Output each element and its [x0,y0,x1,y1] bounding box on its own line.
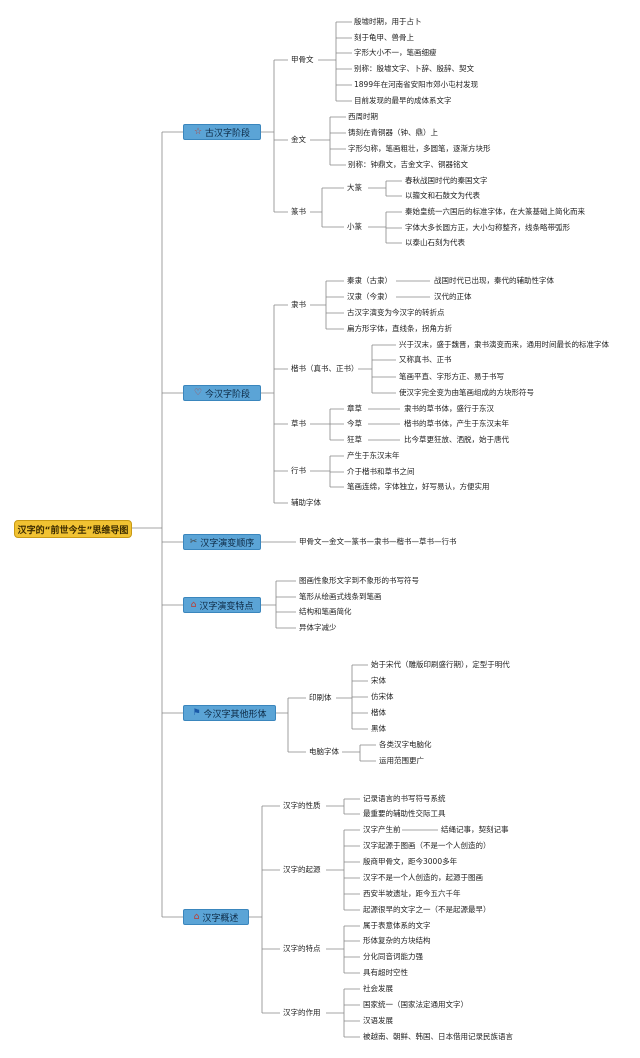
node-modern-stage[interactable]: ♡ 今汉字阶段 [183,385,261,401]
root-node[interactable]: 汉字的“前世今生”思维导图 [14,520,132,538]
label-functions: 汉字的作用 [283,1008,321,1017]
label-kuang-cao: 狂草 [347,435,362,444]
label-oracle-bone: 甲骨文 [291,55,314,64]
list-item: 起源很早的文字之一（不是起源最早） [363,905,491,914]
list-item: 以籀文和石鼓文为代表 [405,191,480,200]
list-item: 春秋战国时代的秦国文字 [405,176,488,185]
list-item: 西安半坡遗址，距今五六千年 [363,889,461,898]
label-print-fonts: 印刷体 [309,693,332,702]
list-item: 社会发展 [363,984,393,993]
node-label: 汉字概述 [202,913,239,924]
list-item: 具有超时空性 [363,968,408,977]
list-item: 秦始皇统一六国后的标准字体，在大篆基础上简化而来 [405,207,585,216]
node-evolution-features[interactable]: ⌂ 汉字演变特点 [183,597,261,613]
node-label: 汉字演变顺序 [200,538,255,549]
list-item: 记录语言的书写符号系统 [363,794,446,803]
list-item: 扁方形字体，直线条，拐角方折 [347,324,452,333]
list-item: 刻于龟甲、兽骨上 [354,33,414,42]
list-item: 铸刻在青铜器（钟、鼎）上 [348,128,438,137]
label-small-seal: 小篆 [347,222,362,231]
label-cursive-script: 草书 [291,419,306,428]
label-regular-script: 楷书（真书、正书） [291,364,359,373]
node-label: 古汉字阶段 [205,128,251,139]
list-item: 属于表意体系的文字 [363,921,431,930]
list-item: 楷书的草书体，产生于东汉末年 [404,419,509,428]
list-item: 黑体 [371,724,386,733]
list-item: 古汉字演变为今汉字的转折点 [347,308,445,317]
list-item: 别称：钟鼎文，吉金文字、铜器铭文 [348,160,468,169]
list-item: 字形匀称，笔画粗壮，多圆笔，逐渐方块形 [348,144,491,153]
list-item: 使汉字完全变为由笔画组成的方块形符号 [399,388,534,397]
tools-icon: ✂ [189,537,198,547]
list-item: 比今草更狂放、洒脱，始于唐代 [404,435,509,444]
list-item: 别称：殷墟文字、卜辞、殷辞、契文 [354,64,474,73]
list-item: 笔画连绵，字体独立，好写易认，方便实用 [347,482,490,491]
node-evolution-order[interactable]: ✂ 汉字演变顺序 [183,534,261,550]
heart-icon: ♡ [193,388,203,398]
flag-icon: ⚑ [192,708,201,718]
label-zhang-cao: 章草 [347,404,362,413]
list-item: 目前发现的最早的成体系文字 [354,96,452,105]
label-qin-clerical: 秦隶（古隶） [347,276,392,285]
list-item: 始于宋代（雕版印刷盛行期），定型于明代 [371,660,510,669]
list-item: 各类汉字电脑化 [379,740,432,749]
node-label: 今汉字阶段 [205,389,251,400]
list-item: 隶书的草书体，盛行于东汉 [404,404,494,413]
list-item: 产生于东汉末年 [347,451,400,460]
label-auxiliary-fonts: 辅助字体 [291,498,321,507]
label-seal-script: 篆书 [291,207,306,216]
label-clerical-script: 隶书 [291,300,306,309]
list-item: 结构和笔画简化 [299,607,352,616]
label-origin: 汉字的起源 [283,865,321,874]
house-icon: ⌂ [193,912,200,922]
label-nature: 汉字的性质 [283,801,321,810]
list-item: 殷商甲骨文，距今3000多年 [363,857,458,866]
label-before-characters: 汉字产生前 [363,825,401,834]
list-item: 字形大小不一，笔画细瘦 [354,48,437,57]
list-item: 运用范围更广 [379,756,424,765]
node-label: 今汉字其他形体 [203,709,267,720]
list-item: 1899年在河南省安阳市郊小屯村发现 [354,80,479,89]
node-overview[interactable]: ⌂ 汉字概述 [183,909,249,925]
house-icon: ⌂ [190,600,197,610]
list-item: 楷体 [371,708,386,717]
list-item: 战国时代已出现，秦代的辅助性字体 [434,276,554,285]
list-item: 西周时期 [348,112,378,121]
list-item: 最重要的辅助性交际工具 [363,809,446,818]
label-features: 汉字的特点 [283,944,321,953]
list-item: 以泰山石刻为代表 [405,238,465,247]
list-item: 被越南、朝鲜、韩国、日本借用记录民族语言 [363,1032,513,1041]
label-large-seal: 大篆 [347,183,362,192]
list-item: 形体复杂的方块结构 [363,936,431,945]
list-item: 国家统一（国家法定通用文字） [363,1000,468,1009]
node-ancient-stage[interactable]: ☆ 古汉字阶段 [183,124,261,140]
star-icon: ☆ [193,127,203,137]
list-item: 笔画平直、字形方正、易于书写 [399,372,504,381]
list-item: 异体字减少 [299,623,337,632]
list-item: 汉字起源于图画（不是一个人创造的） [363,841,491,850]
list-item: 分化同音词能力强 [363,952,423,961]
label-bronze-script: 金文 [291,135,306,144]
list-item: 又称真书、正书 [399,355,452,364]
list-item: 介于楷书和草书之间 [347,467,415,476]
label-jin-cao: 今草 [347,419,362,428]
node-other-forms[interactable]: ⚑ 今汉字其他形体 [183,705,276,721]
list-item: 仿宋体 [371,692,394,701]
label-computer-fonts: 电脑字体 [309,747,339,756]
list-item: 宋体 [371,676,386,685]
list-item: 结绳记事，契刻记事 [441,825,509,834]
list-item: 殷墟时期，用于占卜 [354,17,422,26]
list-item: 汉字不是一个人创造的，起源于图画 [363,873,483,882]
evolution-sequence: 甲骨文—金文—篆书—隶书—楷书—草书—行书 [299,537,457,546]
list-item: 图画性象形文字到不象形的书写符号 [299,576,419,585]
list-item: 字体大多长圆方正，大小匀称整齐，线条略带弧形 [405,223,570,232]
list-item: 汉语发展 [363,1016,393,1025]
list-item: 汉代的正体 [434,292,472,301]
node-label: 汉字演变特点 [199,601,254,612]
list-item: 兴于汉末，盛于魏晋，隶书演变而来，通用时间最长的标准字体 [399,340,609,349]
list-item: 笔形从绘画式线条到笔画 [299,592,382,601]
label-running-script: 行书 [291,466,306,475]
label-han-clerical: 汉隶（今隶） [347,292,392,301]
